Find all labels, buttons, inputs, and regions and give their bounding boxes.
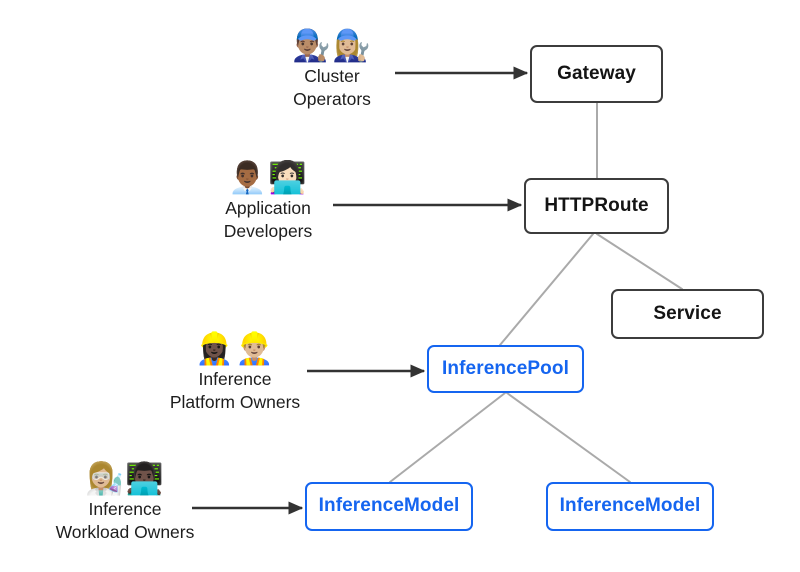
woman-construction-worker-icon: 👷🏿‍♀️👷🏼‍♂️ <box>195 331 275 367</box>
man-office-worker-icon: 👨🏾‍💼👩🏻‍💻 <box>228 160 308 196</box>
persona-application-developers: 👨🏾‍💼👩🏻‍💻Application Developers <box>158 160 378 242</box>
node-service[interactable]: Service <box>611 289 764 339</box>
persona-inference-platform-owners: 👷🏿‍♀️👷🏼‍♂️Inference Platform Owners <box>125 331 345 413</box>
persona-label-application-developers: Application Developers <box>223 198 313 241</box>
persona-cluster-operators: 👨🏽‍🔧👩🏼‍🔧Cluster Operators <box>222 28 442 110</box>
node-inferencepool[interactable]: InferencePool <box>427 345 584 393</box>
node-httproute[interactable]: HTTPRoute <box>524 178 669 234</box>
node-label-service: Service <box>653 302 722 324</box>
connector-httproute-inferencepool <box>499 233 594 346</box>
persona-inference-workload-owners: 👩🏼‍🔬👨🏿‍💻Inference Workload Owners <box>15 461 235 543</box>
persona-label-cluster-operators: Cluster Operators <box>293 66 371 109</box>
man-mechanic-icon: 👨🏽‍🔧👩🏼‍🔧 <box>292 28 372 64</box>
node-label-inferencepool: InferencePool <box>442 357 569 379</box>
node-label-inferencemodel-right: InferenceModel <box>559 495 701 517</box>
connector-inferencepool-model-right <box>506 392 631 483</box>
node-inferencemodel-left[interactable]: InferenceModel <box>305 482 473 531</box>
connector-httproute-service <box>596 233 683 290</box>
node-label-gateway: Gateway <box>557 62 636 84</box>
arrow-layer <box>192 66 529 515</box>
node-gateway[interactable]: Gateway <box>530 45 663 103</box>
persona-label-inference-platform-owners: Inference Platform Owners <box>169 369 301 412</box>
connector-inferencepool-model-left <box>389 392 506 483</box>
woman-scientist-icon: 👩🏼‍🔬👨🏿‍💻 <box>85 461 165 497</box>
node-label-httproute: HTTPRoute <box>544 194 649 216</box>
node-inferencemodel-right[interactable]: InferenceModel <box>546 482 714 531</box>
node-label-inferencemodel-left: InferenceModel <box>318 495 460 517</box>
persona-label-inference-workload-owners: Inference Workload Owners <box>55 499 195 542</box>
